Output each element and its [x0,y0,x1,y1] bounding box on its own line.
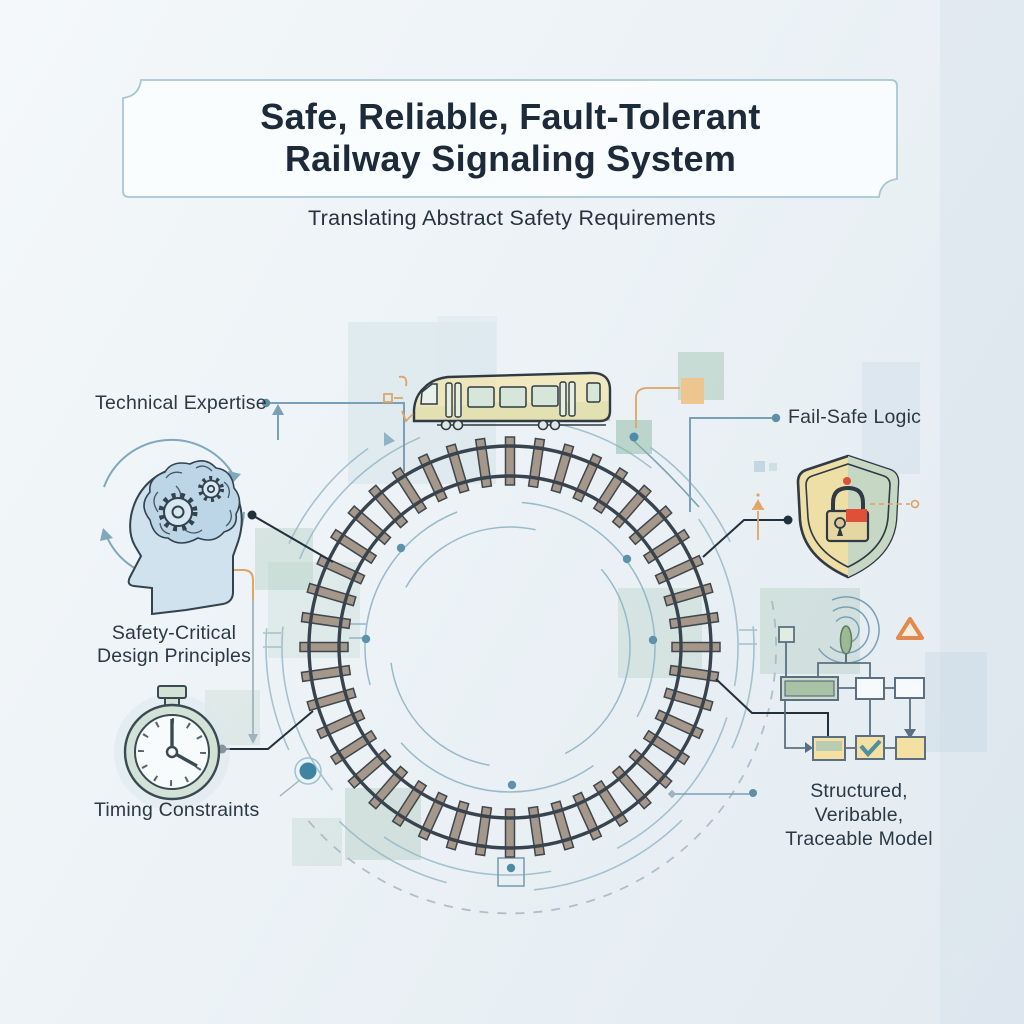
railway-tie [527,805,546,857]
railway-tie [550,443,575,494]
title-line-1: Safe, Reliable, Fault-Tolerant [260,96,761,137]
railway-track-icon [299,436,721,858]
subtitle: Translating Abstract Safety Requirements [308,206,716,230]
railway-tie [445,800,470,851]
label-fail-safe-logic: Fail-Safe Logic [788,406,922,428]
stopwatch-icon [114,685,230,810]
title-box [122,79,898,198]
railway-tie [299,641,349,653]
label-technical-expertise: Technical Expertise [95,392,267,414]
orange-arrow-marker [752,493,764,540]
railway-tie [445,443,470,494]
train-icon [412,371,612,431]
railway-tie [474,805,493,857]
railway-tie [611,484,652,529]
flowchart-icon [778,626,926,761]
antenna-icon [812,596,880,664]
railway-tie [628,505,673,546]
railway-tie [306,582,357,607]
brain-gears-icon [100,438,245,616]
railway-tie [300,664,352,683]
railway-tie [504,808,516,858]
warning-triangle-icon [896,617,924,640]
railway-tie [347,748,392,789]
label-safety-critical: Safety-Critical Design Principles [78,622,270,668]
railway-tie [663,687,714,712]
connectors [201,378,829,799]
railway-tie [300,611,352,630]
railway-tie [663,582,714,607]
label-timing-constraints: Timing Constraints [94,799,260,821]
railway-tie [368,484,409,529]
label-structured-line1: Structured, Veribable, [810,780,908,826]
railway-tie [504,436,516,486]
railway-tie [668,611,720,630]
title-block: Safe, Reliable, Fault-Tolerant Railway S… [123,79,898,197]
railway-tie [628,748,673,789]
railway-tie [474,437,493,489]
label-structured-line2: Traceable Model [785,828,933,850]
railway-tie [527,437,546,489]
railway-tie [306,687,357,712]
railway-tie [611,765,652,810]
label-structured-model: Structured, Veribable, Traceable Model [764,779,954,851]
dashed-orbit-arc [305,600,777,915]
railway-tie [347,505,392,546]
railway-tie [668,664,720,683]
sparkle-icon [940,942,974,982]
label-safety-critical-line1: Safety-Critical [111,622,237,644]
inner-guide-arcs [349,501,658,887]
railway-tie [550,800,575,851]
arc-arrowhead [384,432,395,446]
shield-lock-icon [796,454,920,579]
railway-tie [671,641,721,653]
orange-detail-glyphs [383,375,414,423]
label-safety-critical-line2: Design Principles [96,645,252,667]
title-line-2: Railway Signaling System [284,138,737,179]
outer-guide-arcs [263,402,757,892]
